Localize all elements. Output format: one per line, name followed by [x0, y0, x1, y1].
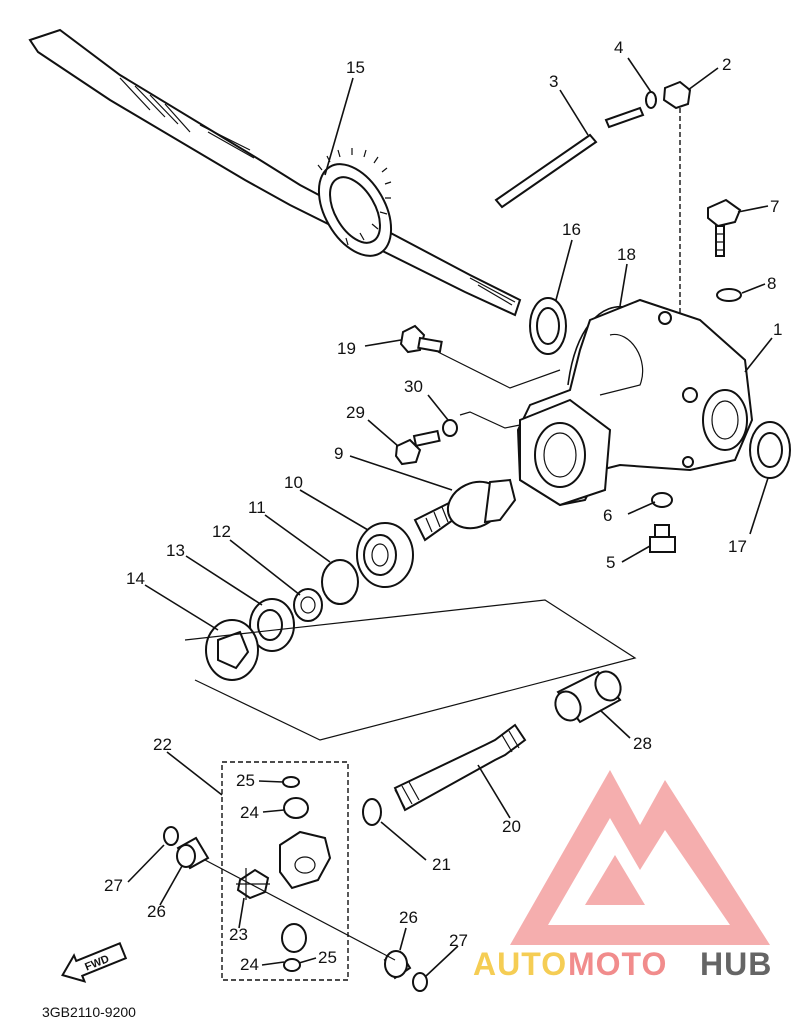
label-27-right: 27: [449, 931, 468, 950]
drive-pinion-gear: [413, 478, 517, 542]
label-1: 1: [773, 320, 782, 339]
bearing-13: [249, 598, 295, 652]
label-17: 17: [728, 537, 747, 556]
case-bolt-19: [399, 324, 561, 389]
watermark-text-auto: AUTO: [473, 946, 567, 982]
uj-axis-line: [204, 859, 396, 961]
label-9: 9: [334, 444, 343, 463]
leader-30-case: [459, 411, 521, 429]
breather-joint: [662, 80, 692, 375]
nut-12: [293, 588, 323, 622]
label-6: 6: [603, 506, 612, 525]
bearing-10: [356, 522, 414, 588]
bearing-retainer: [205, 619, 259, 681]
automotohub-watermark-logo: AUTO MOTO HUB: [473, 770, 772, 982]
label-10: 10: [284, 473, 303, 492]
label-24-bottom: 24: [240, 955, 259, 974]
label-30: 30: [404, 377, 423, 396]
drive-shaft: [393, 723, 527, 812]
leader-lines: [127, 57, 773, 977]
washer-27-right: [412, 972, 428, 992]
label-18: 18: [617, 245, 636, 264]
label-26-left: 26: [147, 902, 166, 921]
o-ring-11: [321, 559, 359, 605]
label-4: 4: [614, 38, 623, 57]
label-24-top: 24: [240, 803, 259, 822]
breather-hose: [494, 106, 645, 209]
label-2: 2: [722, 55, 731, 74]
watermark-text-hub: HUB: [700, 946, 772, 982]
drain-bolt-5: [649, 524, 676, 553]
label-7: 7: [770, 197, 779, 216]
o-ring: [716, 288, 742, 302]
coupling-sleeve: [554, 670, 622, 724]
universal-joint-assembly: [236, 776, 332, 972]
axle-shaft: [28, 28, 522, 317]
drawing-code: 3GB2110-9200: [42, 1004, 136, 1020]
label-25-top: 25: [236, 771, 255, 790]
bushing-26-left: [176, 836, 210, 870]
forward-direction-arrow: FWD: [61, 942, 128, 983]
hose-clip: [645, 91, 657, 109]
gasket-6: [651, 492, 673, 508]
universal-joint-group-box: [221, 761, 349, 981]
label-12: 12: [212, 522, 231, 541]
label-16: 16: [562, 220, 581, 239]
final-gear-case: [516, 298, 754, 507]
label-11: 11: [248, 498, 266, 517]
label-25-bottom: 25: [318, 948, 337, 967]
label-8: 8: [767, 274, 776, 293]
label-23: 23: [229, 925, 248, 944]
circlip-21: [362, 798, 382, 826]
label-29: 29: [346, 403, 365, 422]
oil-seal-left: [529, 297, 567, 355]
label-22: 22: [153, 735, 172, 754]
label-14: 14: [126, 569, 145, 588]
label-3: 3: [549, 72, 558, 91]
label-20: 20: [502, 817, 521, 836]
part-number-labels: 15 4 2 3 7 8 16 18 1 19 30 29 9 10 11 12…: [104, 38, 782, 974]
label-13: 13: [166, 541, 185, 560]
oil-seal-right: [749, 421, 791, 479]
label-27-left: 27: [104, 876, 123, 895]
label-21: 21: [432, 855, 451, 874]
label-19: 19: [337, 339, 356, 358]
bushing-26-right: [383, 950, 412, 980]
washer-27-left: [163, 826, 179, 846]
group-outline-pinion: [184, 599, 637, 741]
label-5: 5: [606, 553, 615, 572]
filler-bolt: [707, 198, 742, 257]
watermark-text-moto: MOTO: [568, 946, 667, 982]
label-28: 28: [633, 734, 652, 753]
washer-30: [442, 419, 458, 437]
label-15: 15: [346, 58, 365, 77]
bolt-29: [394, 429, 441, 466]
label-26-right: 26: [399, 908, 418, 927]
